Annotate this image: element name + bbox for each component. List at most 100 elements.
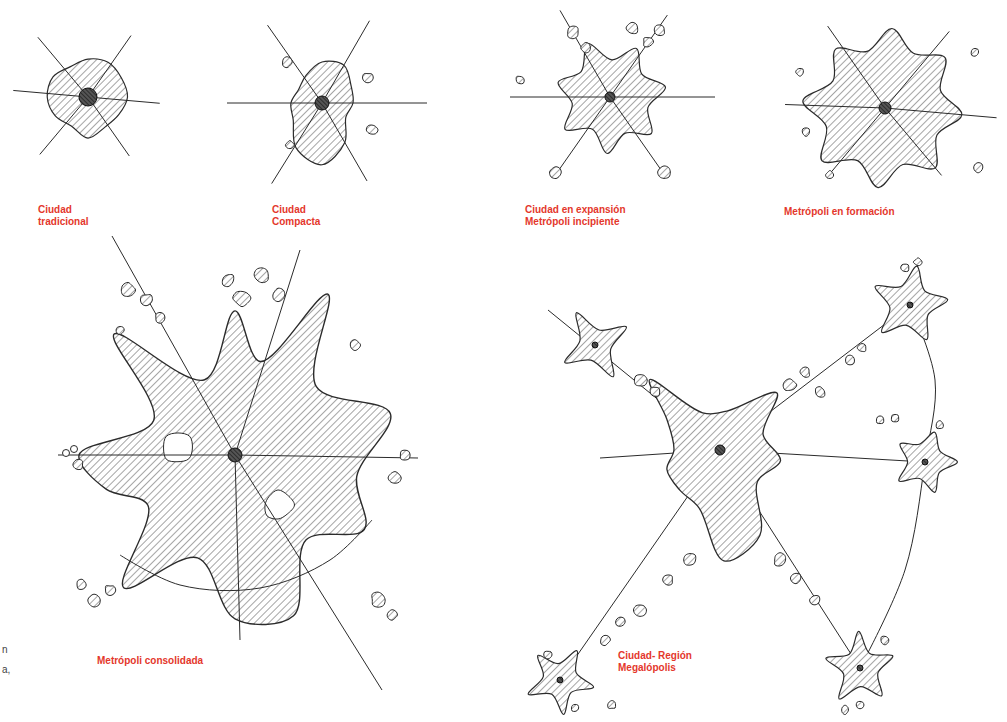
urban-area	[47, 59, 127, 138]
satellite-settlement	[971, 48, 978, 56]
satellite-settlement	[285, 140, 294, 148]
urban-area	[79, 294, 391, 625]
compact-city-sketch	[227, 21, 427, 184]
consolidated-metropolis-sketch	[58, 236, 418, 690]
satellite-settlement	[810, 596, 820, 605]
satellite-settlement	[633, 605, 646, 616]
road-axis	[828, 108, 885, 175]
satellite-settlement	[116, 327, 124, 335]
city-region-sketch	[528, 258, 957, 715]
road-axis	[510, 97, 610, 98]
road-axis	[88, 97, 129, 156]
satellite-settlement	[796, 68, 804, 76]
satellite-settlement	[544, 651, 552, 659]
road-axis	[13, 90, 88, 97]
satellite-settlement	[550, 167, 562, 179]
road-axis	[272, 103, 322, 184]
historic-core	[228, 448, 242, 462]
road-axis	[88, 36, 131, 97]
satellite-settlement	[901, 264, 909, 271]
satellite-settlement	[105, 586, 115, 596]
historic-core	[879, 102, 891, 114]
satellite-settlement	[800, 367, 809, 377]
road-axis	[322, 103, 367, 181]
stage-label: Metrópoli consolidada	[97, 655, 203, 667]
road-axis	[560, 10, 610, 97]
satellite-settlement	[650, 387, 660, 396]
satellite-settlement	[876, 416, 883, 424]
satellite-settlement	[88, 594, 100, 607]
satellite-settlement	[891, 415, 898, 422]
satellite-settlement	[608, 701, 616, 709]
road-axis	[556, 97, 610, 175]
satellite-settlement	[663, 575, 673, 585]
historic-core	[605, 92, 615, 102]
satellite-settlement	[616, 617, 626, 626]
satellite-settlement	[388, 472, 401, 484]
historic-core	[592, 342, 598, 348]
road-axis	[885, 108, 942, 175]
road-axis	[885, 108, 997, 118]
satellite-settlement	[654, 25, 664, 36]
satellite-settlement	[571, 704, 578, 711]
satellite-settlement	[775, 553, 786, 566]
satellite-settlement	[77, 579, 86, 589]
satellite-settlement	[881, 636, 889, 645]
satellite-settlement	[273, 288, 285, 301]
traditional-city-sketch	[13, 36, 159, 156]
satellite-settlement	[372, 592, 385, 607]
satellite-settlement	[63, 450, 70, 457]
satellite-city	[565, 313, 627, 377]
satellite-settlement	[363, 73, 374, 82]
satellite-settlement	[400, 450, 410, 460]
satellite-settlement	[790, 573, 800, 583]
satellite-settlement	[802, 128, 809, 137]
caption-fragment: n	[2, 644, 8, 656]
satellite-settlement	[387, 610, 397, 621]
urban-area	[649, 379, 780, 561]
road-axis	[40, 97, 88, 154]
satellite-settlement	[846, 355, 855, 365]
satellite-settlement	[634, 375, 647, 386]
satellite-settlement	[857, 344, 866, 352]
road-axis	[235, 250, 300, 455]
historic-core	[715, 445, 725, 455]
historic-core	[857, 665, 863, 671]
road-axis	[610, 15, 667, 97]
historic-core	[922, 459, 928, 465]
road-axis	[235, 455, 240, 640]
satellite-city	[899, 432, 958, 492]
road-axis	[885, 31, 949, 108]
satellite-settlement	[856, 701, 864, 708]
satellite-settlement	[684, 554, 696, 566]
satellite-settlement	[783, 379, 797, 391]
satellite-city	[875, 266, 948, 339]
stage-label: Ciudad Compacta	[272, 204, 332, 228]
satellite-settlement	[254, 268, 268, 283]
satellite-settlement	[658, 166, 671, 178]
satellite-settlement	[913, 258, 922, 266]
road-axis	[322, 103, 427, 104]
satellite-settlement	[71, 446, 78, 453]
satellite-settlement	[222, 275, 233, 287]
satellite-settlement	[121, 282, 135, 296]
satellite-settlement	[73, 459, 83, 469]
historic-core	[557, 677, 563, 683]
satellite-settlement	[350, 340, 360, 351]
historic-core	[907, 302, 913, 308]
road-axis	[235, 455, 418, 458]
road-axis	[58, 455, 235, 456]
road-axis	[268, 25, 322, 103]
ring-road	[120, 520, 372, 591]
stage-label: Ciudad en expansión Metrópoli incipiente	[525, 204, 643, 228]
satellite-settlement	[140, 295, 152, 306]
satellite-settlement	[156, 312, 165, 323]
stage-label: Ciudad tradicional	[38, 204, 98, 228]
satellite-settlement	[516, 76, 524, 83]
regional-link	[860, 305, 936, 668]
satellite-city	[528, 651, 594, 715]
satellite-city	[826, 631, 893, 699]
